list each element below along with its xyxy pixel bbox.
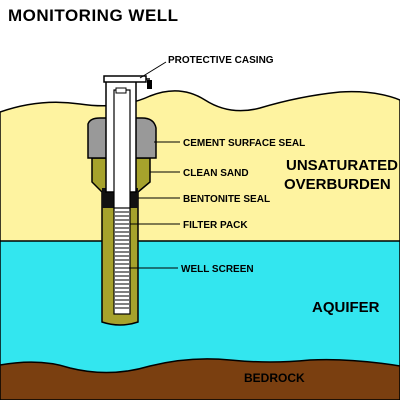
label-well-screen: WELL SCREEN (181, 264, 254, 275)
riser-cap (115, 87, 127, 94)
label-protective-casing: PROTECTIVE CASING (168, 55, 274, 66)
zone-label-unsaturated: UNSATURATED (286, 157, 398, 174)
bedrock-zone (0, 358, 400, 400)
zone-label-bedrock: BEDROCK (244, 371, 305, 385)
leader-protective-casing (139, 61, 167, 79)
zone-label-aquifer: AQUIFER (312, 299, 380, 316)
label-bentonite-seal: BENTONITE SEAL (183, 194, 270, 205)
well-riser (113, 89, 131, 211)
label-cement-surface-seal: CEMENT SURFACE SEAL (183, 138, 305, 149)
casing-lid (103, 75, 147, 83)
padlock-icon (147, 80, 152, 89)
label-clean-sand: CLEAN SAND (183, 168, 249, 179)
leader-lines (124, 61, 180, 269)
label-filter-pack: FILTER PACK (183, 220, 248, 231)
diagram-title: MONITORING WELL (8, 6, 179, 25)
zone-label-overburden: OVERBURDEN (284, 176, 391, 193)
